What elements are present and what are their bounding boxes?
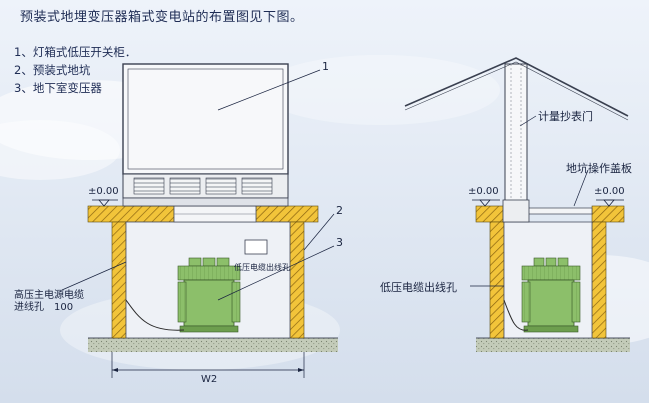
pit-operation-cover <box>525 207 593 215</box>
underground-transformer <box>177 257 241 333</box>
callout-2: 2 <box>336 204 343 217</box>
left-pit-wall-left <box>111 221 127 339</box>
legend-item-2: 2、预装式地坑 <box>14 63 91 77</box>
meter-column <box>504 63 528 207</box>
lightbox-switch-cabinet <box>122 63 289 175</box>
callout-1: 1 <box>322 60 329 73</box>
right-transformer <box>521 257 581 333</box>
width-dimension-label: W2 <box>201 374 218 385</box>
legend-item-1: 1、灯箱式低压开关柜． <box>14 45 137 59</box>
right-level-mark-left: ±0.00 <box>468 186 499 197</box>
right-elevation <box>404 57 630 352</box>
pit-cover-label: 地坑操作盖板 <box>566 162 632 175</box>
hv-cable-label-line1: 高压主电源电缆 <box>14 290 84 301</box>
left-elevation <box>61 63 338 378</box>
left-ground-band <box>88 338 338 352</box>
hv-cable-label-line2: 进线孔 100 <box>14 302 74 313</box>
right-level-mark-right: ±0.00 <box>594 186 625 197</box>
meter-door-label: 计量抄表门 <box>538 110 593 123</box>
left-top-slab-right <box>255 205 319 223</box>
right-pit-wall-left <box>489 221 505 339</box>
left-level-mark: ±0.00 <box>88 186 119 197</box>
left-top-slab-left <box>87 205 175 223</box>
cable-outlet-label: 低压电缆出线孔 <box>234 263 290 272</box>
callout-3: 3 <box>336 236 343 249</box>
cable-outlet-box <box>244 239 268 255</box>
right-pit-wall-right <box>591 221 607 339</box>
right-cable-outlet-label: 低压电缆出线孔 <box>380 281 457 294</box>
left-pit-wall-right <box>289 221 305 339</box>
right-ground-band <box>476 338 630 352</box>
legend-item-3: 3、地下室变压器 <box>14 81 102 95</box>
page-title: 预装式地埋变压器箱式变电站的布置图见下图。 <box>20 10 304 25</box>
